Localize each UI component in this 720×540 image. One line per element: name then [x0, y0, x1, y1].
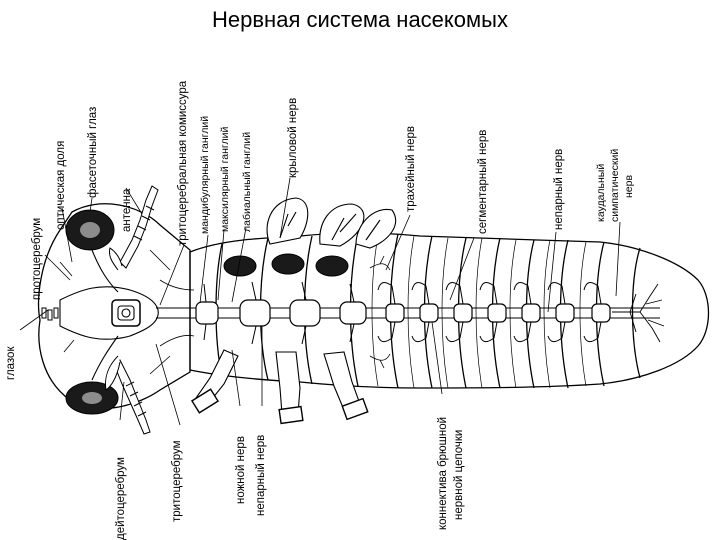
leader-lines: [19, 177, 621, 426]
legs: [190, 349, 369, 425]
segment-line: [579, 241, 587, 387]
brain: [59, 249, 159, 381]
segment-line: [543, 239, 551, 389]
segment-line: [631, 247, 641, 379]
ganglia: [195, 299, 611, 327]
label-glazok: глазок: [5, 346, 17, 380]
ocelli: [41, 307, 59, 321]
segment-line: [475, 237, 483, 389]
wings: [266, 197, 397, 249]
label-antenna: антенна: [121, 188, 133, 232]
label-segmental-nerve: сегментарный нерв: [477, 130, 489, 234]
segment-line: [509, 239, 517, 389]
wing-1: [266, 197, 309, 245]
label-tritocerebral-commissure: тритоцеребральная комиссура: [177, 80, 189, 246]
label-optic-lobe: оптическая доля: [55, 141, 67, 230]
label-mandibular-ganglion: мандибулярный ганглий: [199, 116, 211, 234]
label-connectives-1: коннектива брюшной: [437, 417, 449, 530]
label-caudal-sympathetic-1: каудальный: [595, 164, 607, 222]
label-unpaired-nerve-top: непарный нерв: [553, 149, 565, 230]
leg-2: [275, 351, 301, 415]
segment-line: [407, 235, 415, 389]
wing-2: [319, 203, 365, 247]
label-compound-eye: фасеточный глаз: [87, 107, 99, 198]
segment-line: [441, 237, 449, 389]
label-wing-nerve: крыловой нерв: [287, 98, 299, 178]
label-caudal-sympathetic-2: симпатический: [609, 149, 621, 222]
label-connectives-2: нервной цепочки: [453, 430, 465, 520]
label-tritocerebrum: тритоцеребрум: [171, 440, 183, 522]
label-leg-nerve: ножной нерв: [235, 436, 247, 504]
tracheal-branches: [369, 255, 391, 369]
antenna-bottom: [113, 359, 151, 435]
label-deutocerebrum: дейтоцеребрум: [115, 457, 127, 540]
label-protocerebrum: протоцеребрум: [31, 218, 43, 300]
label-tracheal-nerve: трахейный нерв: [405, 126, 417, 212]
label-unpaired-nerve-bottom: непарный нерв: [255, 435, 267, 516]
diagram-labels: глазок протоцеребрум оптическая доля фас…: [5, 80, 635, 540]
label-labial-ganglion: лабиальный ганглий: [241, 132, 253, 232]
diagram-title: Нервная система насекомых: [212, 7, 508, 32]
label-caudal-sympathetic-3: нерв: [623, 175, 635, 198]
caudal-nerve-branches: [612, 283, 665, 343]
compound-eyes: [65, 209, 119, 415]
label-maxillary-ganglion: максилярный ганглий: [219, 127, 231, 232]
head-details: [59, 249, 195, 375]
wing-3: [355, 208, 397, 249]
thoracic-spots: [223, 253, 349, 277]
segmental-nerves: [203, 281, 602, 345]
segment-line: [371, 235, 379, 387]
antennae: [105, 185, 159, 435]
